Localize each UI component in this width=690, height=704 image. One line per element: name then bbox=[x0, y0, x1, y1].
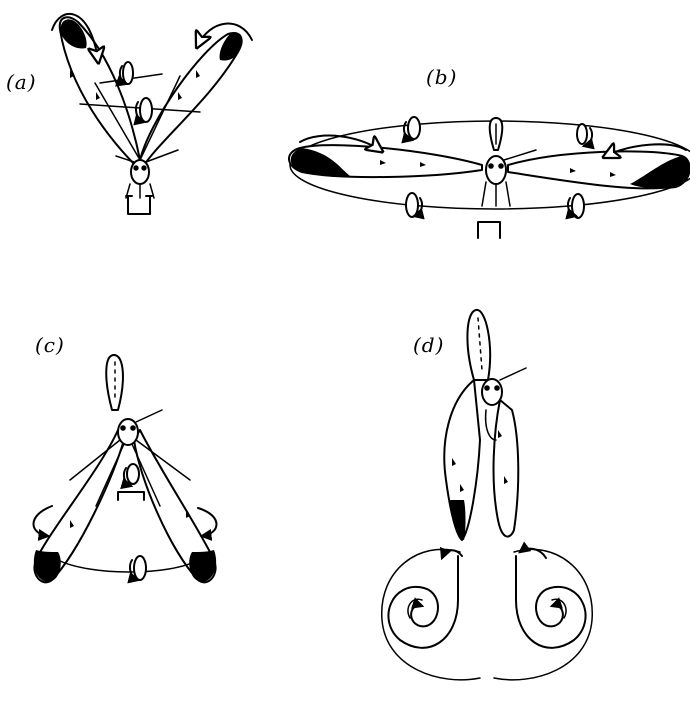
right-wing bbox=[494, 400, 519, 537]
panel-c bbox=[34, 355, 217, 582]
left-wing bbox=[34, 430, 124, 582]
rotation-symbol bbox=[120, 62, 133, 84]
panel-a bbox=[52, 14, 252, 214]
left-vortex bbox=[382, 549, 480, 679]
rotation-symbol bbox=[124, 464, 139, 486]
stroke-path-arc bbox=[58, 560, 198, 572]
right-wing bbox=[140, 33, 242, 168]
panel-label-b: (b) bbox=[426, 65, 457, 89]
panel-d bbox=[382, 310, 593, 680]
right-wing bbox=[134, 430, 216, 582]
right-stroke-arrow bbox=[198, 508, 217, 536]
rotation-symbol bbox=[406, 193, 422, 217]
left-wing bbox=[289, 145, 482, 177]
left-wing bbox=[444, 380, 480, 540]
panel-b bbox=[289, 117, 690, 238]
rotation-symbol bbox=[404, 117, 420, 140]
rotation-symbol bbox=[130, 556, 146, 580]
panel-label-d: (d) bbox=[413, 333, 444, 357]
panel-label-c: (c) bbox=[35, 333, 65, 357]
right-vortex bbox=[494, 549, 592, 679]
left-stroke-arrow bbox=[34, 506, 53, 536]
rotation-symbol bbox=[136, 98, 152, 122]
right-wing bbox=[508, 151, 690, 188]
rotation-symbol bbox=[577, 124, 592, 146]
panel-label-a: (a) bbox=[6, 70, 37, 94]
